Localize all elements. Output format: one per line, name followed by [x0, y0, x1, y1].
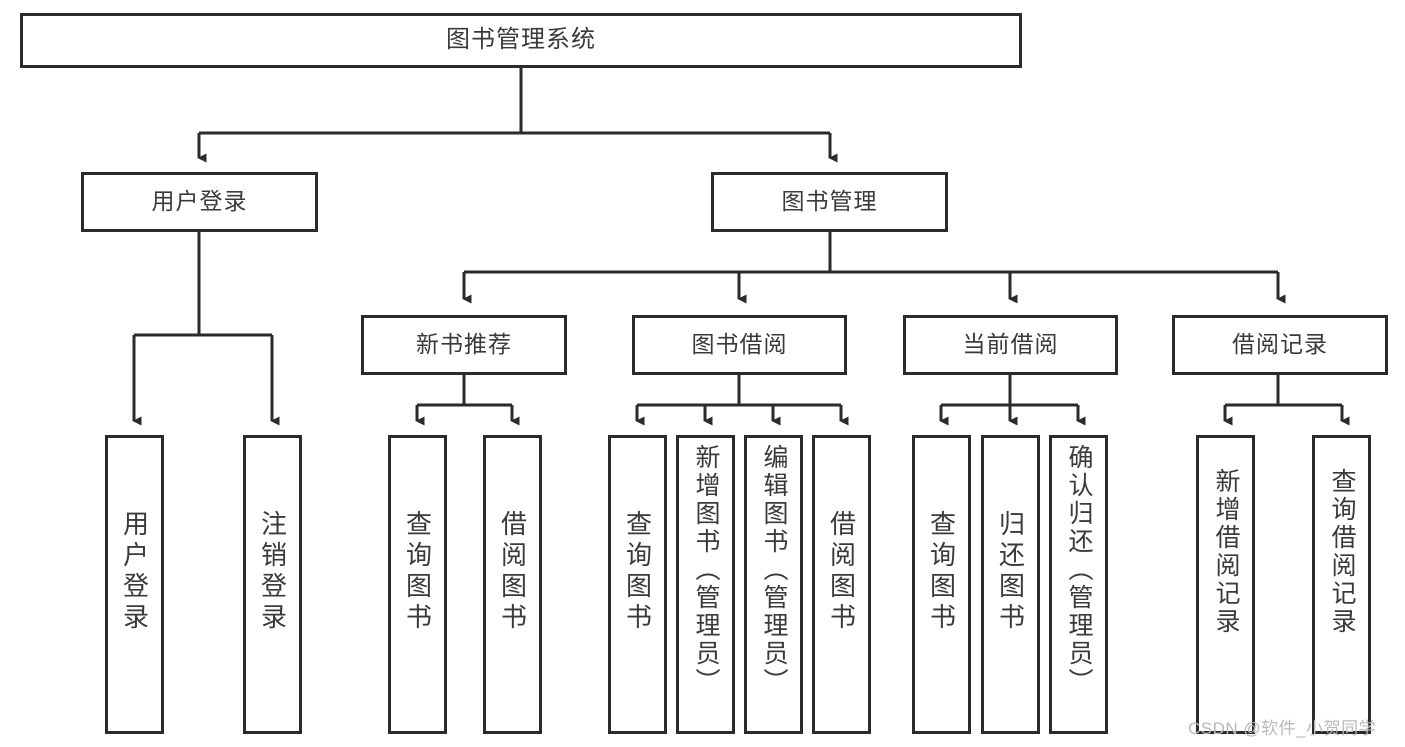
node-label: 归还图书 [995, 510, 1026, 634]
csdn-watermark: CSDN @软件_小贺同学 [1188, 719, 1377, 738]
node-label: 借阅图书 [826, 510, 857, 634]
node-label: 查询图书 [402, 510, 433, 634]
node-label: 注销登录 [257, 510, 288, 634]
leaf-user-login[interactable]: 用户登录 [105, 435, 164, 734]
node-root-book-management-system[interactable]: 图书管理系统 [20, 13, 1022, 68]
node-label: 新增借阅记录 [1212, 468, 1240, 636]
leaf-return-book[interactable]: 归还图书 [981, 435, 1040, 734]
node-current-borrow[interactable]: 当前借阅 [903, 315, 1118, 375]
node-book-borrow[interactable]: 图书借阅 [632, 315, 847, 375]
leaf-confirm-return-admin[interactable]: 确认归还（管理员） [1049, 435, 1108, 734]
node-label: 借阅图书 [497, 510, 528, 634]
node-label: 新书推荐 [416, 331, 512, 358]
leaf-query-borrow-record[interactable]: 查询借阅记录 [1312, 435, 1371, 734]
leaf-add-book-admin[interactable]: 新增图书（管理员） [676, 435, 735, 734]
leaf-borrow-book-new-recommend[interactable]: 借阅图书 [483, 435, 542, 734]
node-label: 新增图书（管理员） [692, 444, 720, 696]
node-new-book-recommend[interactable]: 新书推荐 [361, 315, 567, 375]
node-label: 确认归还（管理员） [1065, 444, 1093, 696]
node-borrow-record[interactable]: 借阅记录 [1172, 315, 1388, 375]
leaf-logout-login[interactable]: 注销登录 [243, 435, 302, 734]
leaf-edit-book-admin[interactable]: 编辑图书（管理员） [744, 435, 803, 734]
node-label: 编辑图书（管理员） [760, 444, 788, 696]
leaf-query-book-borrow[interactable]: 查询图书 [608, 435, 667, 734]
node-label: 查询图书 [622, 510, 653, 634]
node-label: 查询图书 [926, 510, 957, 634]
leaf-query-book-current[interactable]: 查询图书 [912, 435, 971, 734]
node-user-login[interactable]: 用户登录 [81, 172, 318, 232]
node-label: 图书借阅 [691, 331, 788, 358]
node-label: 当前借阅 [962, 331, 1059, 358]
leaf-query-book-new-recommend[interactable]: 查询图书 [388, 435, 447, 734]
node-label: 用户登录 [119, 510, 150, 634]
node-label: 图书管理 [781, 188, 878, 215]
node-book-management[interactable]: 图书管理 [711, 172, 948, 232]
node-label: 借阅记录 [1232, 331, 1328, 358]
node-label: 查询借阅记录 [1328, 468, 1356, 636]
node-label: 图书管理系统 [446, 26, 596, 54]
node-label: 用户登录 [151, 188, 248, 215]
leaf-add-borrow-record[interactable]: 新增借阅记录 [1196, 435, 1255, 734]
leaf-borrow-book-borrow[interactable]: 借阅图书 [812, 435, 871, 734]
